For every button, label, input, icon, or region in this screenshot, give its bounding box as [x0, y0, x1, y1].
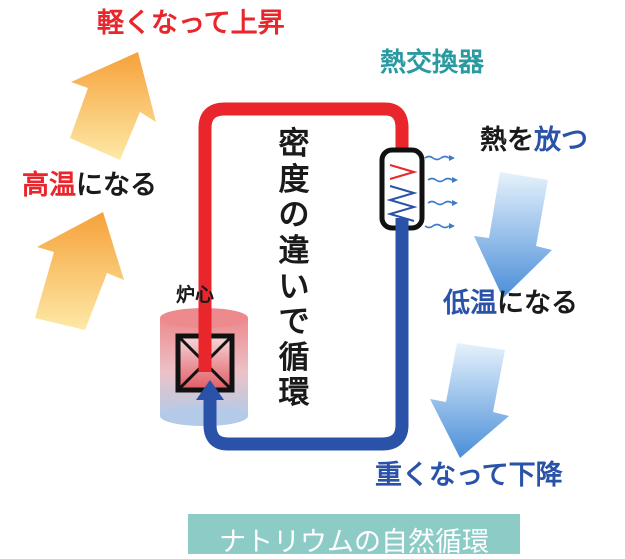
rise-arrow-upper: [70, 52, 156, 160]
sink-arrow-upper: [474, 172, 552, 298]
rise-arrow-lower: [35, 212, 124, 330]
heat-wave-arrows: [424, 155, 458, 229]
label-cold-accent: 低温: [443, 288, 497, 319]
caption-banner: ナトリウムの自然循環: [188, 514, 520, 558]
sink-arrow-lower: [430, 343, 509, 458]
label-sink: 重くなって下降: [375, 460, 563, 491]
label-cold: 低温になる: [443, 290, 578, 317]
label-rise: 軽くなって上昇: [97, 8, 285, 39]
heat-exchanger: [379, 147, 425, 231]
label-hot: 高温になる: [22, 172, 157, 199]
label-hot-plain: になる: [76, 170, 157, 201]
label-release-heat-plain: 熱を: [480, 125, 534, 156]
label-density-circulation: 密度の違いで循環: [278, 126, 310, 412]
label-cold-plain: になる: [497, 288, 578, 319]
label-heat-exchanger: 熱交換器: [380, 48, 485, 78]
label-release-heat-accent: 放つ: [534, 125, 588, 156]
label-core: 炉心: [176, 284, 215, 306]
cold-pipe-arrowhead: [196, 380, 224, 400]
cold-pipe: [203, 218, 409, 451]
hot-pipe: [198, 102, 409, 372]
caption-text: ナトリウムの自然循環: [219, 527, 489, 558]
label-release-heat: 熱を放つ: [480, 127, 588, 154]
label-hot-accent: 高温: [22, 170, 76, 201]
